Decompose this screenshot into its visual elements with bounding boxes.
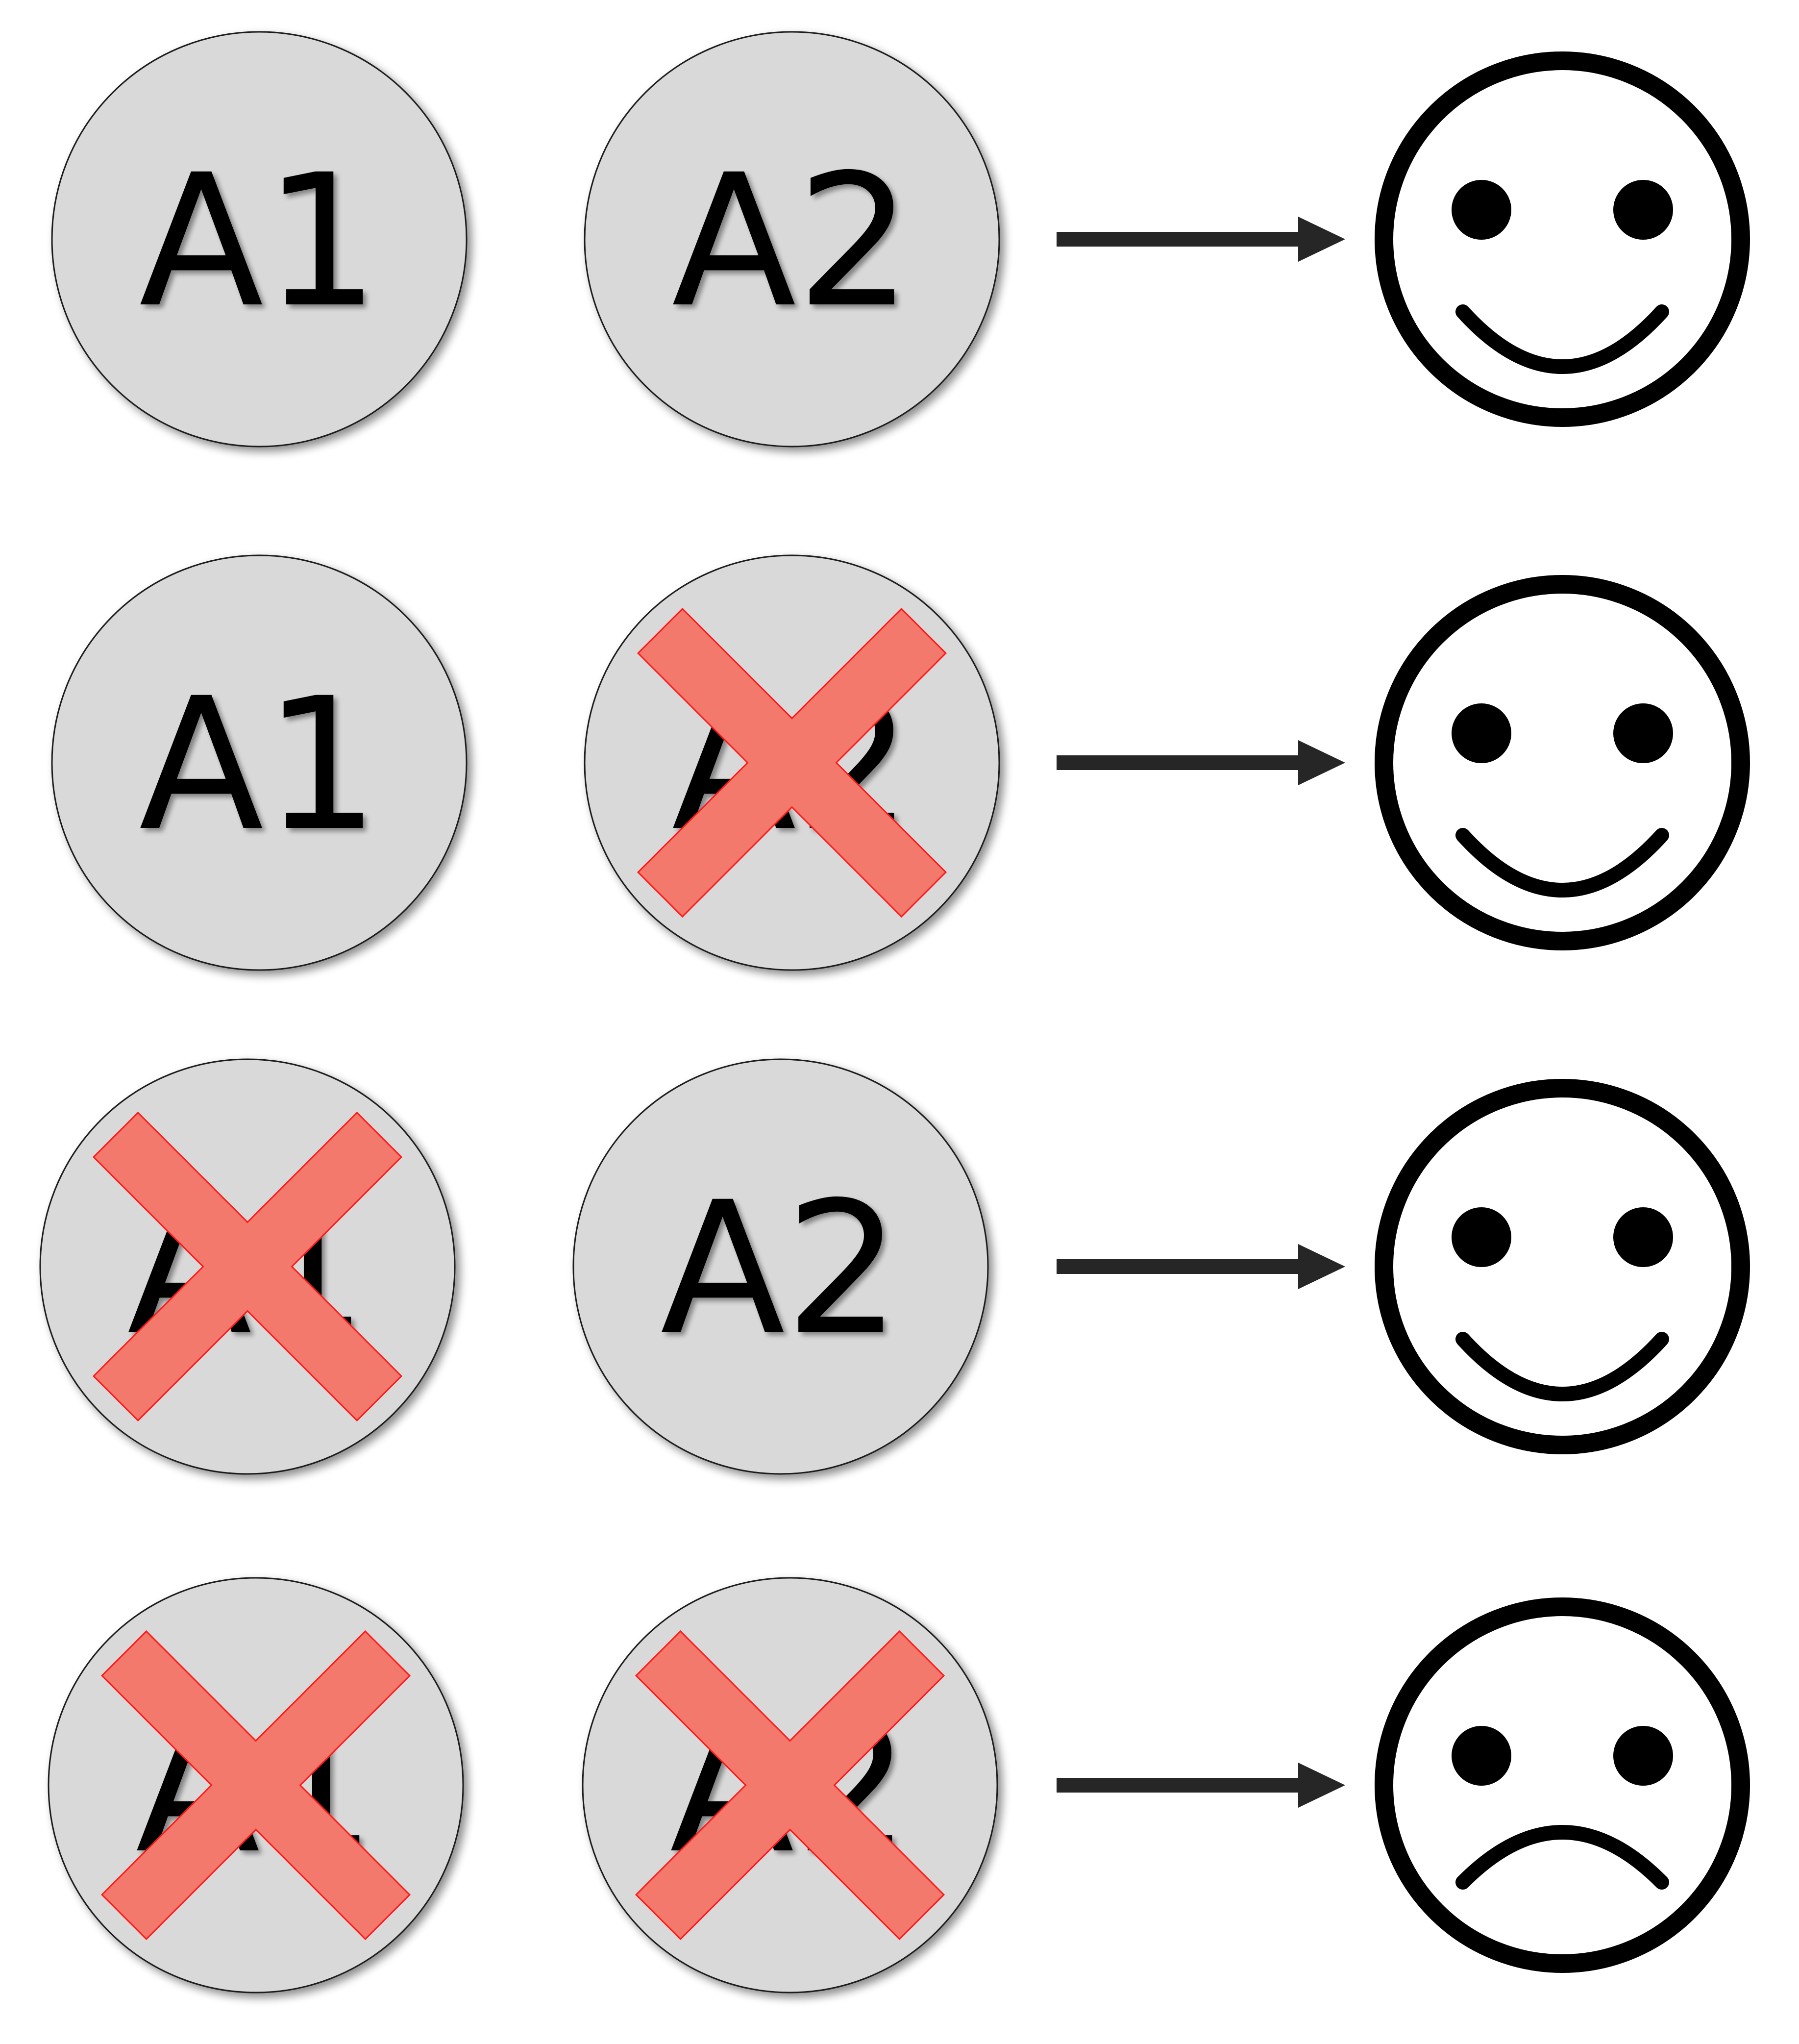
arrow-head xyxy=(1298,1763,1345,1808)
disabled-cross-icon xyxy=(100,1630,411,1941)
smiley-face-icon xyxy=(1375,1079,1750,1454)
left-eye xyxy=(1452,180,1511,240)
node-label: A1 xyxy=(139,135,379,348)
arrow-icon xyxy=(1057,1244,1345,1289)
arrow-icon xyxy=(1057,217,1345,262)
cross-shape xyxy=(92,1111,403,1422)
smiley-face-icon xyxy=(1375,575,1750,950)
node-circle xyxy=(572,1058,989,1475)
node-label: A2 xyxy=(660,1163,901,1375)
cross-shape xyxy=(637,607,947,918)
smile-mouth xyxy=(1455,1332,1669,1401)
arrow-head xyxy=(1298,740,1345,785)
node-a2: A2 xyxy=(584,31,1000,448)
right-eye xyxy=(1613,1726,1673,1786)
outcome-row: A1 A2 xyxy=(51,554,1750,971)
face-outline xyxy=(1375,1597,1750,1973)
node-a1: A1 xyxy=(51,31,468,448)
node-circle xyxy=(51,554,468,971)
arrow-icon xyxy=(1057,740,1345,785)
outcome-row: A1 A2 xyxy=(51,31,1750,448)
node-a1: A1 xyxy=(51,554,468,971)
left-eye xyxy=(1452,1726,1511,1786)
rows-layer: A1A2A1A2A1A2A1A2 xyxy=(39,31,1750,1994)
node-a1: A1 xyxy=(39,1058,456,1475)
arrow-head xyxy=(1298,1244,1345,1289)
disabled-cross-icon xyxy=(637,607,947,918)
sad-face-icon xyxy=(1375,1597,1750,1973)
arrow-icon xyxy=(1057,1763,1345,1808)
smiley-face-icon xyxy=(1375,51,1750,427)
node-circle xyxy=(584,31,1000,448)
node-a1: A1 xyxy=(48,1577,464,1994)
cross-shape xyxy=(635,1630,945,1941)
frown-mouth xyxy=(1455,1825,1669,1890)
right-eye xyxy=(1613,180,1673,240)
left-eye xyxy=(1452,1207,1511,1267)
outcome-row: A1 A2 xyxy=(48,1577,1750,1994)
cross-shape xyxy=(100,1630,411,1941)
arrow-head xyxy=(1298,217,1345,262)
node-label: A2 xyxy=(671,135,912,348)
right-eye xyxy=(1613,703,1673,763)
node-label: A1 xyxy=(139,659,379,871)
disabled-cross-icon xyxy=(635,1630,945,1941)
node-a2: A2 xyxy=(582,1577,998,1994)
smile-mouth xyxy=(1455,304,1669,374)
node-a2: A2 xyxy=(584,554,1000,971)
left-eye xyxy=(1452,703,1511,763)
node-a2: A2 xyxy=(572,1058,989,1475)
smile-mouth xyxy=(1455,828,1669,897)
disabled-cross-icon xyxy=(92,1111,403,1422)
outcome-row: A1 A2 xyxy=(39,1058,1750,1475)
right-eye xyxy=(1613,1207,1673,1267)
node-circle xyxy=(51,31,468,448)
